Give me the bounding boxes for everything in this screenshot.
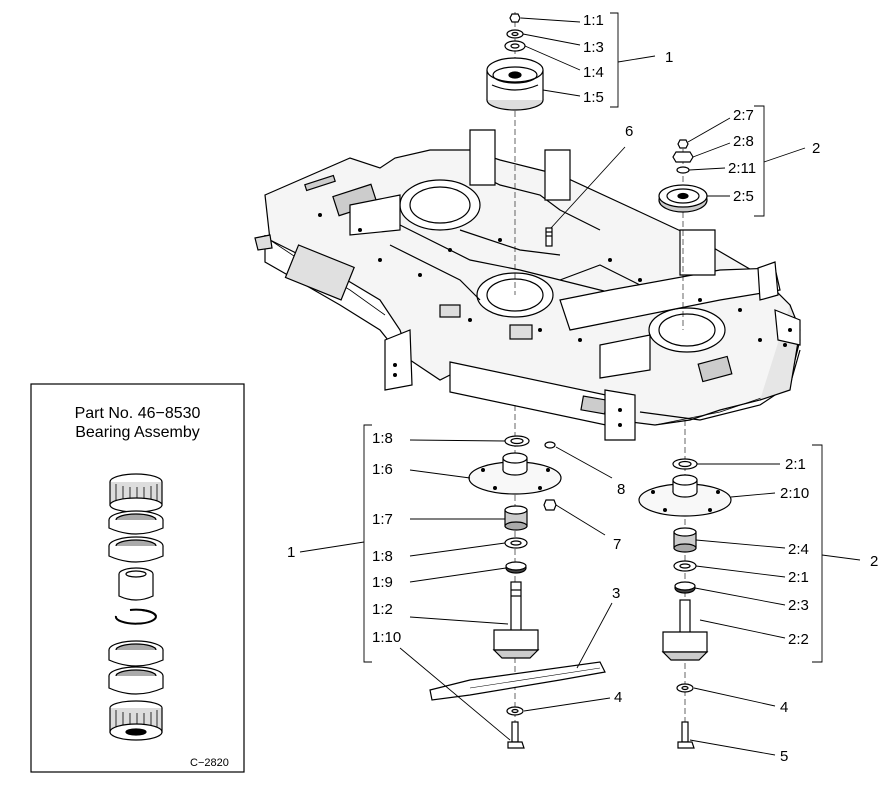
label-1-5: 1:5 — [583, 89, 604, 106]
label-1-4: 1:4 — [583, 64, 604, 81]
label-1-8-upper: 1:8 — [372, 430, 393, 447]
label-2-10: 2:10 — [780, 485, 809, 502]
label-2-4: 2:4 — [788, 541, 809, 558]
spindle-1-lower-parts — [468, 405, 562, 745]
label-7: 7 — [613, 536, 621, 553]
blade-and-hardware — [429, 661, 695, 749]
label-2-1-lower: 2:1 — [788, 569, 809, 586]
label-1-8-lower: 1:8 — [372, 548, 393, 565]
spindle-2-lower-parts — [638, 420, 732, 745]
inset-title: Part No. 46−8530 Bearing Assemby — [31, 404, 244, 442]
label-8: 8 — [617, 481, 625, 498]
label-2-5: 2:5 — [733, 188, 754, 205]
label-2-3: 2:3 — [788, 597, 809, 614]
label-1-6: 1:6 — [372, 461, 393, 478]
inset-title-name: Bearing Assemby — [75, 424, 200, 441]
label-1-10: 1:10 — [372, 629, 401, 646]
label-group-1-lower: 1 — [287, 544, 295, 561]
inset-title-part-number: Part No. 46−8530 — [74, 405, 201, 422]
label-1-1: 1:1 — [583, 12, 604, 29]
label-3: 3 — [612, 585, 620, 602]
label-1-2: 1:2 — [372, 601, 393, 618]
label-1-3: 1:3 — [583, 39, 604, 56]
label-2-7: 2:7 — [733, 107, 754, 124]
label-group-1-top: 1 — [665, 49, 673, 66]
bearing-assembly-inset: C−2820 — [30, 383, 245, 773]
label-6: 6 — [625, 123, 633, 140]
callout-labels: 1:1 1:3 1:4 1:5 1 2:7 2:8 2:11 2:5 2 6 1… — [287, 12, 878, 765]
label-1-7: 1:7 — [372, 511, 393, 528]
inset-code: C−2820 — [190, 757, 229, 769]
mower-deck — [254, 129, 801, 441]
label-2-2: 2:2 — [788, 631, 809, 648]
label-4-right: 4 — [780, 699, 788, 716]
label-4-left: 4 — [614, 689, 622, 706]
label-group-2-top: 2 — [812, 140, 820, 157]
label-2-11: 2:11 — [728, 160, 756, 177]
label-5: 5 — [780, 748, 788, 765]
label-2-1-upper: 2:1 — [785, 456, 806, 473]
label-1-9: 1:9 — [372, 574, 393, 591]
callout-leaders — [299, 12, 861, 756]
label-2-8: 2:8 — [733, 133, 754, 150]
label-group-2-lower: 2 — [870, 553, 878, 570]
spindle-2-upper-parts — [658, 139, 708, 330]
